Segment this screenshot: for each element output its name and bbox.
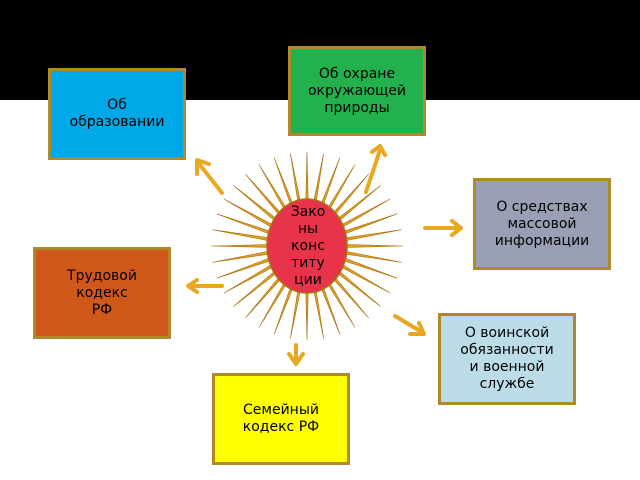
box-labor: Трудовой кодекс РФ (33, 247, 171, 339)
arrow-to-family (287, 343, 305, 366)
arrow-to-environment (364, 144, 387, 194)
box-environment: Об охране окружающей природы (288, 46, 426, 136)
box-education: Об образовании (48, 68, 186, 160)
arrow-to-labor (186, 278, 224, 294)
box-military: О воинской обязанности и военной службе (438, 313, 576, 405)
center-circle (266, 198, 348, 294)
arrow-to-military (393, 314, 426, 336)
box-family: Семейный кодекс РФ (212, 373, 350, 465)
arrow-to-education (195, 158, 224, 195)
arrow-to-media (423, 219, 463, 237)
center-label: Зако ны конс титу ции (290, 203, 326, 288)
connector-arrows (186, 144, 463, 366)
box-media: О средствах массовой информации (473, 178, 611, 270)
